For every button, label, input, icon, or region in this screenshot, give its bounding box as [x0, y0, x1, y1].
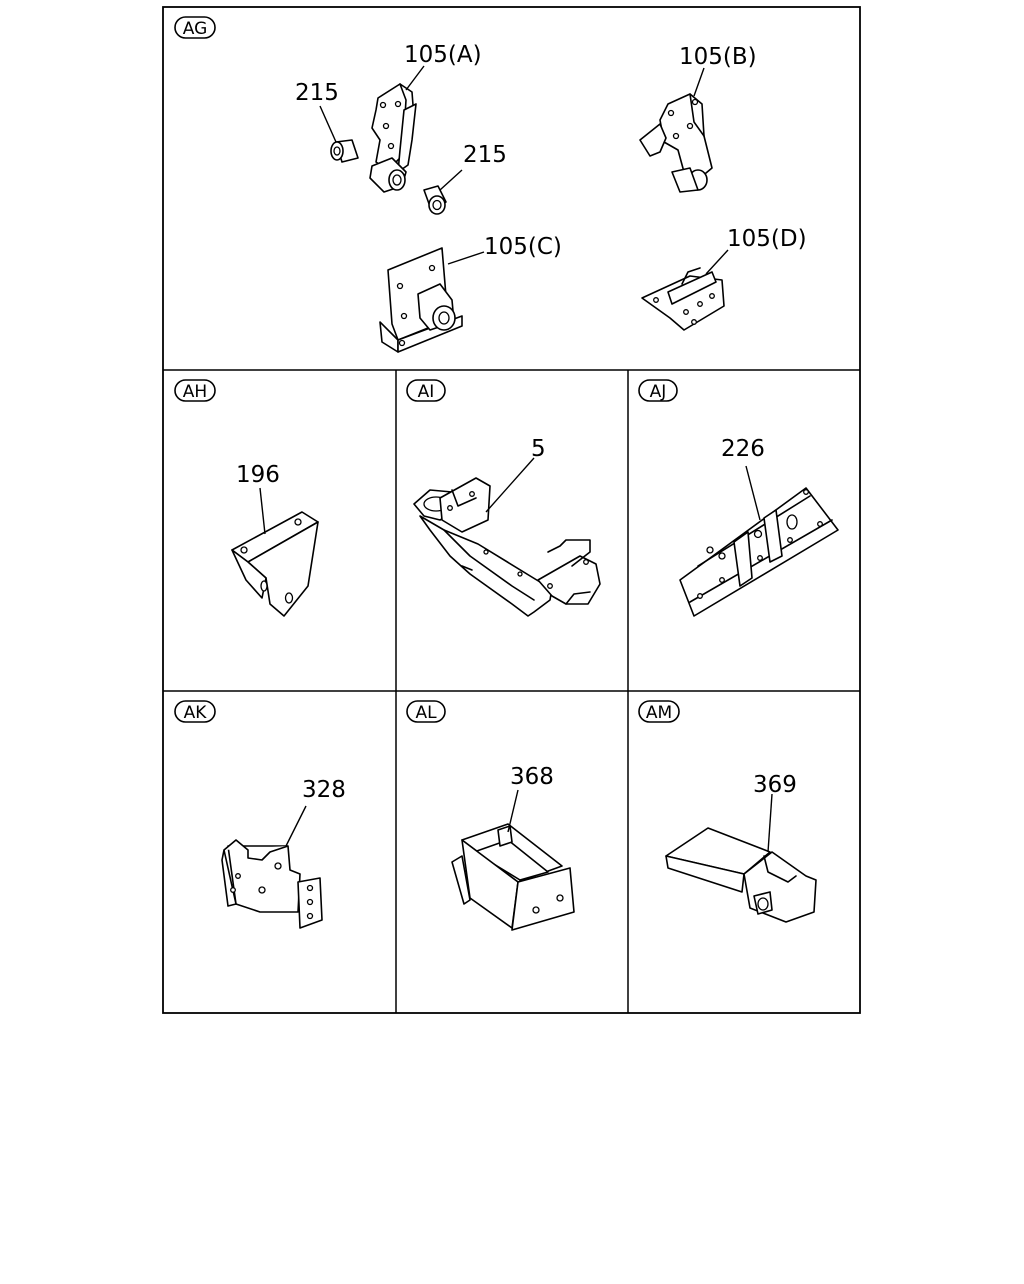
panel-tag-al: AL: [406, 700, 446, 723]
leader-215-left: [319, 105, 337, 143]
part-215-bushing-left: [330, 139, 359, 163]
part-label-105d: 105(D): [727, 226, 807, 252]
leader-196: [259, 487, 266, 535]
part-105a-drawing: [369, 83, 417, 193]
leader-5: [485, 457, 535, 513]
panel-tag-label: AL: [415, 703, 437, 723]
part-105d-drawing: [641, 267, 725, 331]
panel-tag-label: AG: [183, 19, 208, 39]
panel-tag-ah: AH: [174, 379, 216, 402]
panel-tag-outline: [406, 700, 446, 723]
panel-tag-label: AH: [183, 382, 207, 402]
part-label-215-left: 215: [295, 80, 339, 106]
leader-105c: [447, 251, 485, 265]
part-196-drawing: [231, 511, 319, 617]
part-label-105c: 105(C): [484, 234, 562, 260]
part-226-drawing: [679, 487, 839, 617]
part-5-drawing: [413, 477, 601, 617]
leader-105a: [405, 65, 425, 91]
panel-tag-label: AK: [184, 703, 208, 723]
part-label-196: 196: [236, 462, 280, 488]
leader-105d: [705, 249, 729, 275]
panel-tag-outline: [174, 700, 216, 723]
part-label-5: 5: [531, 436, 546, 462]
leader-226: [745, 465, 761, 521]
part-328-drawing: [221, 839, 323, 929]
part-label-368: 368: [510, 764, 554, 790]
part-368-drawing: [451, 823, 575, 931]
panel-tag-ai: AI: [406, 379, 446, 402]
panel-tag-label: AM: [646, 703, 672, 723]
part-label-215-right: 215: [463, 142, 507, 168]
diagram-frame: [162, 6, 861, 1014]
panel-tag-aj: AJ: [638, 379, 678, 402]
panel-tag-outline: [638, 700, 680, 723]
leader-368: [507, 789, 519, 833]
part-105c-drawing: [379, 247, 463, 353]
part-label-105a: 105(A): [404, 42, 482, 68]
part-label-105b: 105(B): [679, 44, 757, 70]
panel-tag-label: AI: [418, 382, 435, 402]
panel-tag-outline: [406, 379, 446, 402]
part-369-drawing: [665, 827, 817, 923]
panel-tag-outline: [174, 16, 216, 39]
part-105b-drawing: [639, 93, 713, 193]
panel-tag-outline: [174, 379, 216, 402]
panel-tag-ak: AK: [174, 700, 216, 723]
part-label-328: 328: [302, 777, 346, 803]
leader-369: [767, 793, 773, 853]
leader-328: [285, 805, 307, 847]
panel-tag-am: AM: [638, 700, 680, 723]
panel-tag-label: AJ: [650, 382, 667, 402]
panel-tag-outline: [638, 379, 678, 402]
part-label-369: 369: [753, 772, 797, 798]
leader-215-right: [439, 169, 463, 191]
part-label-226: 226: [721, 436, 765, 462]
part-215-bushing-right: [423, 185, 447, 215]
panel-tag-ag: AG: [174, 16, 216, 39]
leader-105b: [693, 67, 705, 97]
